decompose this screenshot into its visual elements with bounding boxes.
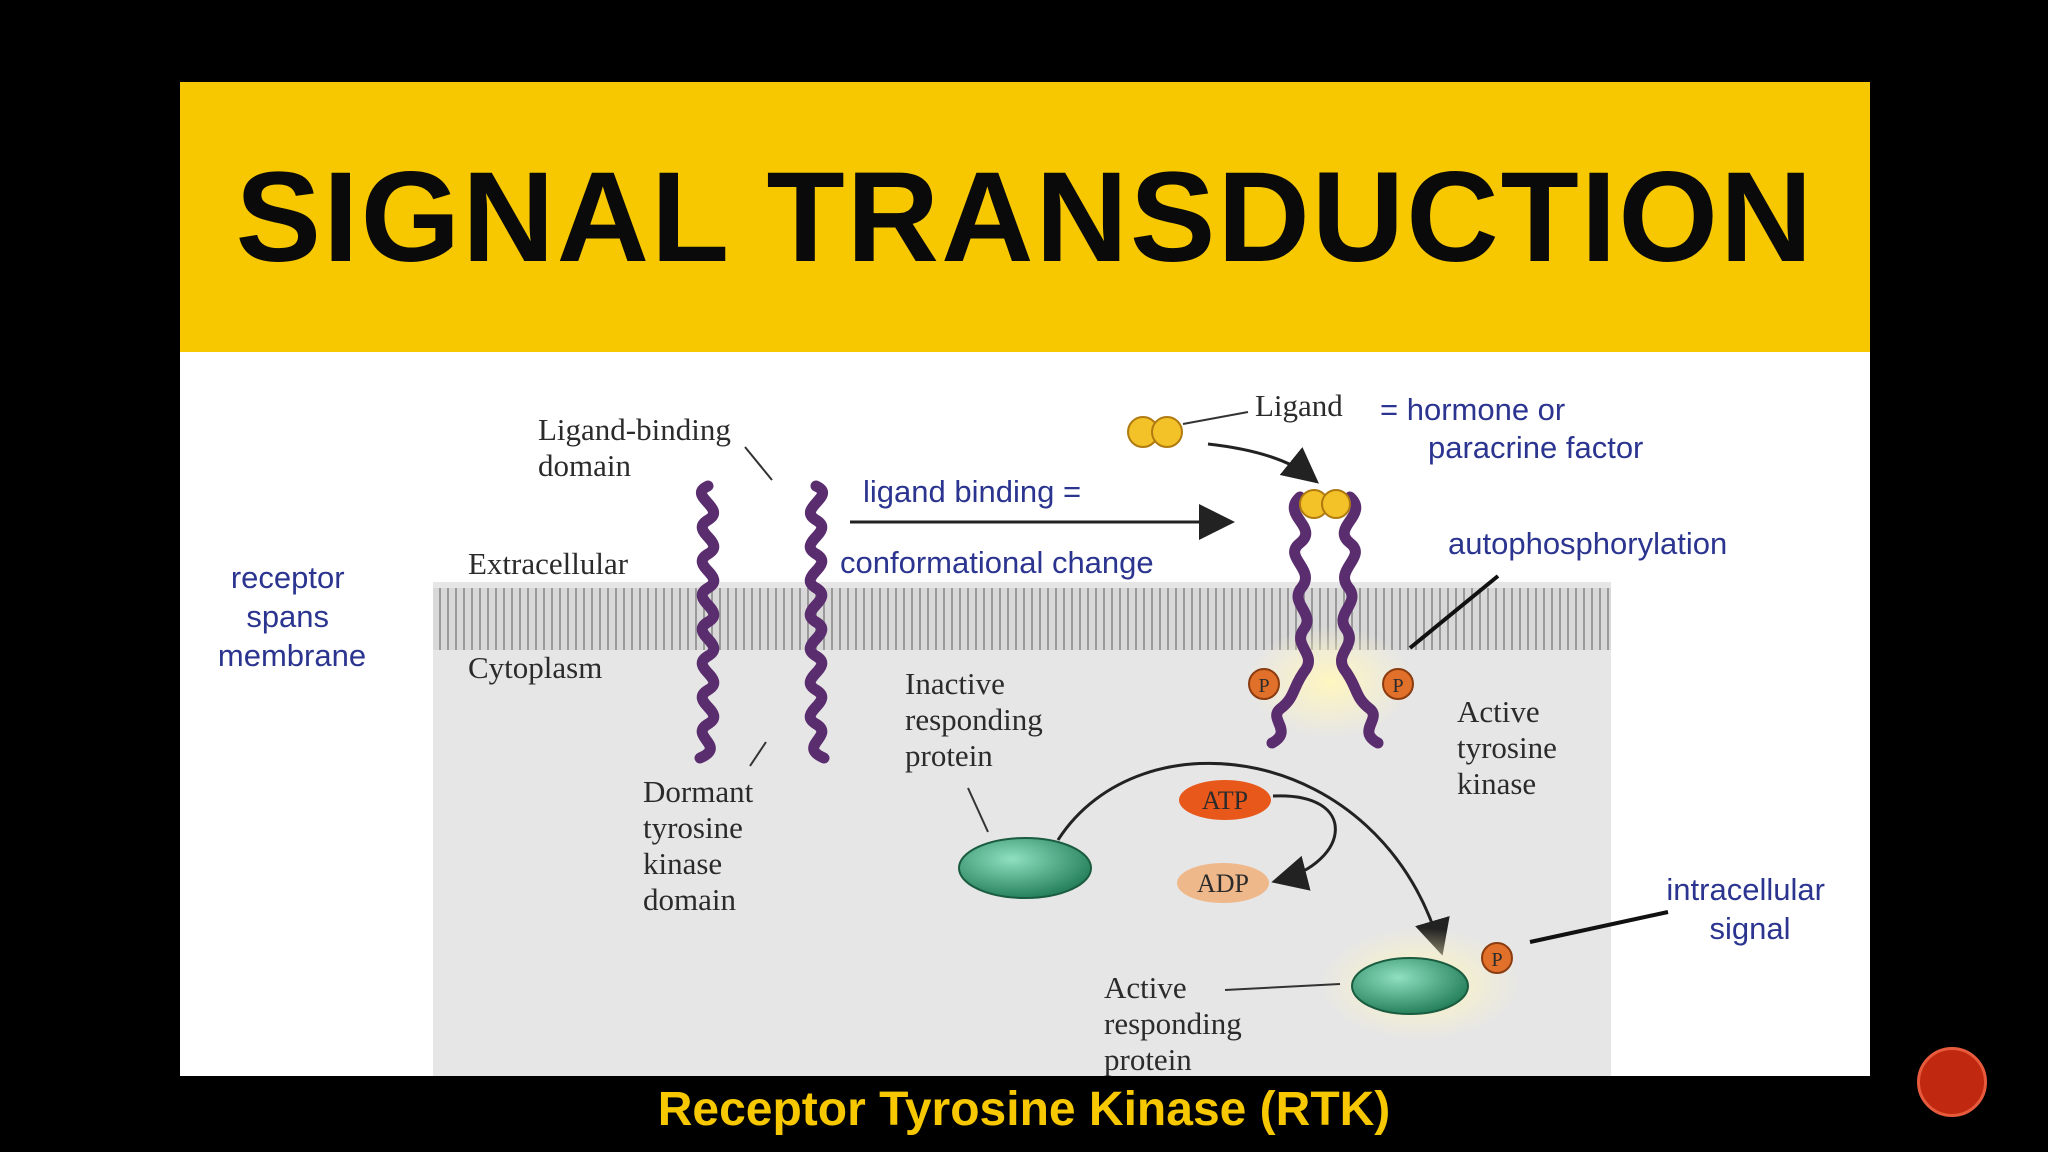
ligand-binding-domain-label: Ligand-binding domain xyxy=(538,412,739,483)
ligand-pointer xyxy=(1182,411,1249,425)
intracellular-signal-pointer xyxy=(1529,910,1669,944)
inactive-responding-protein xyxy=(958,837,1092,899)
caption: Receptor Tyrosine Kinase (RTK) xyxy=(657,1083,1391,1136)
inactive-protein-pointer xyxy=(967,787,989,833)
receptor-phosphate xyxy=(1248,668,1280,700)
page-title: SIGNAL TRANSDUCTION xyxy=(235,145,1815,289)
ligand-binding-label: ligand binding = xyxy=(863,474,1081,509)
title-banner: SIGNAL TRANSDUCTION xyxy=(180,82,1870,352)
atp-adp-arrow xyxy=(1271,794,1337,891)
atp-label: ATP xyxy=(1202,786,1248,815)
active-kinase-label: Active tyrosine kinase xyxy=(1457,694,1565,801)
active-responding-protein xyxy=(1351,957,1469,1015)
protein-phosphate xyxy=(1481,942,1513,974)
bound-ligand xyxy=(1321,489,1351,519)
active-protein-label: Active responding protein xyxy=(1104,970,1250,1076)
slide-nav-button[interactable] xyxy=(1917,1047,1987,1117)
conformational-change-label: conformational change xyxy=(840,545,1154,580)
ligand-arrow xyxy=(1207,442,1319,484)
phosphate-label: P xyxy=(1258,675,1269,697)
autophosphorylation-label: autophosphorylation xyxy=(1448,526,1727,561)
cytoplasm-label: Cytoplasm xyxy=(468,650,602,685)
rtk-diagram: P P ATP ADP P Ligand-binding domain xyxy=(218,388,1833,1076)
adp-blob xyxy=(1177,863,1269,903)
inactive-protein-label: Inactive responding protein xyxy=(905,666,1051,773)
dormant-domain-label: Dormant tyrosine kinase domain xyxy=(643,774,761,917)
diagram-panel: P P ATP ADP P Ligand-binding domain xyxy=(180,352,1870,1076)
receptor-spans-label: receptor spans membrane xyxy=(218,560,366,673)
active-receptor xyxy=(1266,491,1384,749)
ligand-definition: = hormone or paracrine factor xyxy=(1380,392,1643,465)
extracellular-label: Extracellular xyxy=(468,546,629,581)
phosphate-label: P xyxy=(1491,949,1502,971)
dormant-receptor xyxy=(694,480,830,764)
phosphate-label: P xyxy=(1392,675,1403,697)
intracellular-signal-label: intracellular signal xyxy=(1666,872,1833,946)
autophosphorylation-pointer xyxy=(1408,574,1500,650)
cell-membrane xyxy=(433,588,1611,650)
free-ligand xyxy=(1151,416,1183,448)
dormant-domain-pointer xyxy=(749,741,767,767)
activation-arrow xyxy=(1056,761,1450,956)
adp-label: ADP xyxy=(1197,869,1249,898)
ligand-label: Ligand xyxy=(1255,388,1343,423)
receptor-phosphate xyxy=(1382,668,1414,700)
atp-blob xyxy=(1179,780,1271,820)
active-protein-pointer xyxy=(1224,983,1341,991)
ligand-domain-pointer xyxy=(744,446,773,481)
